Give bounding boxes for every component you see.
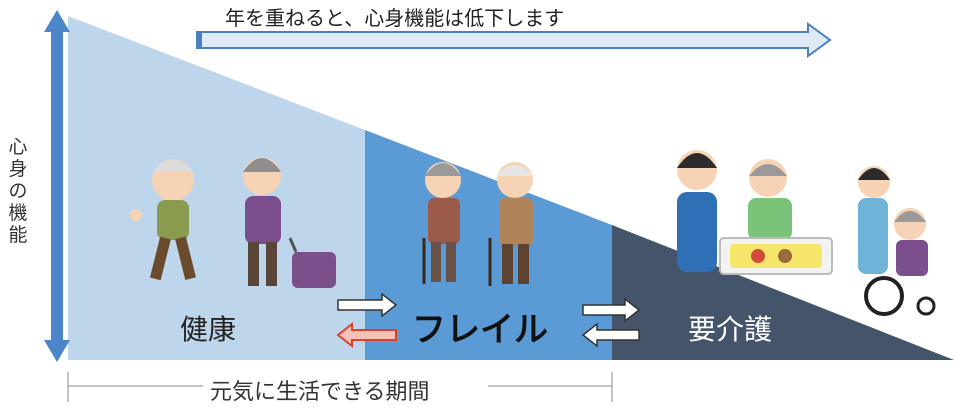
healthy-woman-with-suitcase-illustration [243,157,336,288]
stage-label-frail: フレイル [412,310,548,350]
top-arrow-label: 年を重ねると、心身機能は低下します [225,6,565,30]
aging-arrow [196,22,832,58]
stage-label-healthy: 健康 [180,313,237,346]
y-axis-label: 心身の機能 [8,136,28,246]
period-bracket [67,372,613,402]
transition-arrows-frail-care [581,297,641,348]
wheelchair-care-illustration [858,166,936,316]
healthy-walking-man-illustration [130,159,196,281]
y-axis-double-arrow [44,10,70,362]
frail-elderly-couple-illustration [422,162,533,286]
stage-label-care: 要介護 [688,313,773,346]
transition-arrows-healthy-frail [336,292,398,349]
caregiver-feeding-illustration [677,150,833,275]
period-label: 元気に生活できる期間 [210,380,430,405]
healthy-zone [68,16,365,360]
